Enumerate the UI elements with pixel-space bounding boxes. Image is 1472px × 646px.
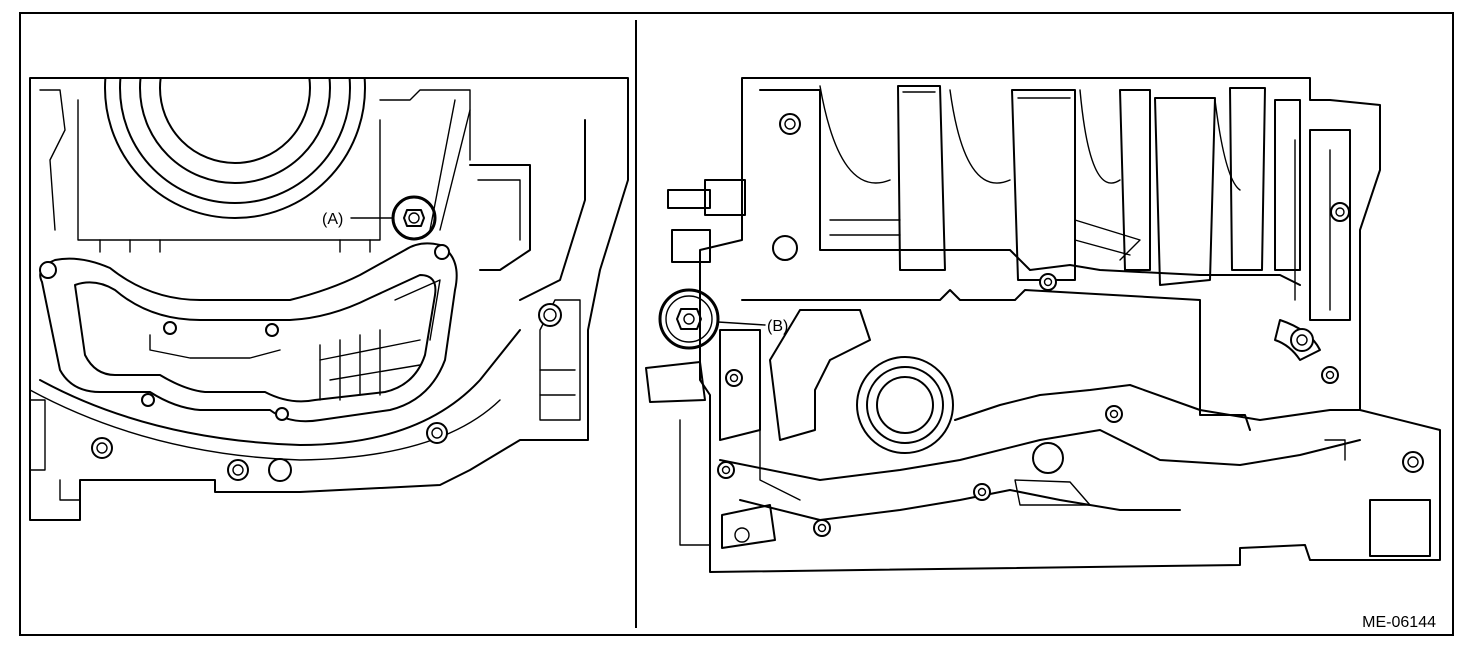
right-panel-block-side-view xyxy=(645,77,1441,573)
left-panel-block-rear-view xyxy=(29,77,629,521)
callout-b-label: (B) xyxy=(767,318,788,335)
figure-frame xyxy=(19,12,1454,636)
figure-code: ME-06144 xyxy=(1362,614,1436,631)
callout-a-label: (A) xyxy=(322,211,343,228)
